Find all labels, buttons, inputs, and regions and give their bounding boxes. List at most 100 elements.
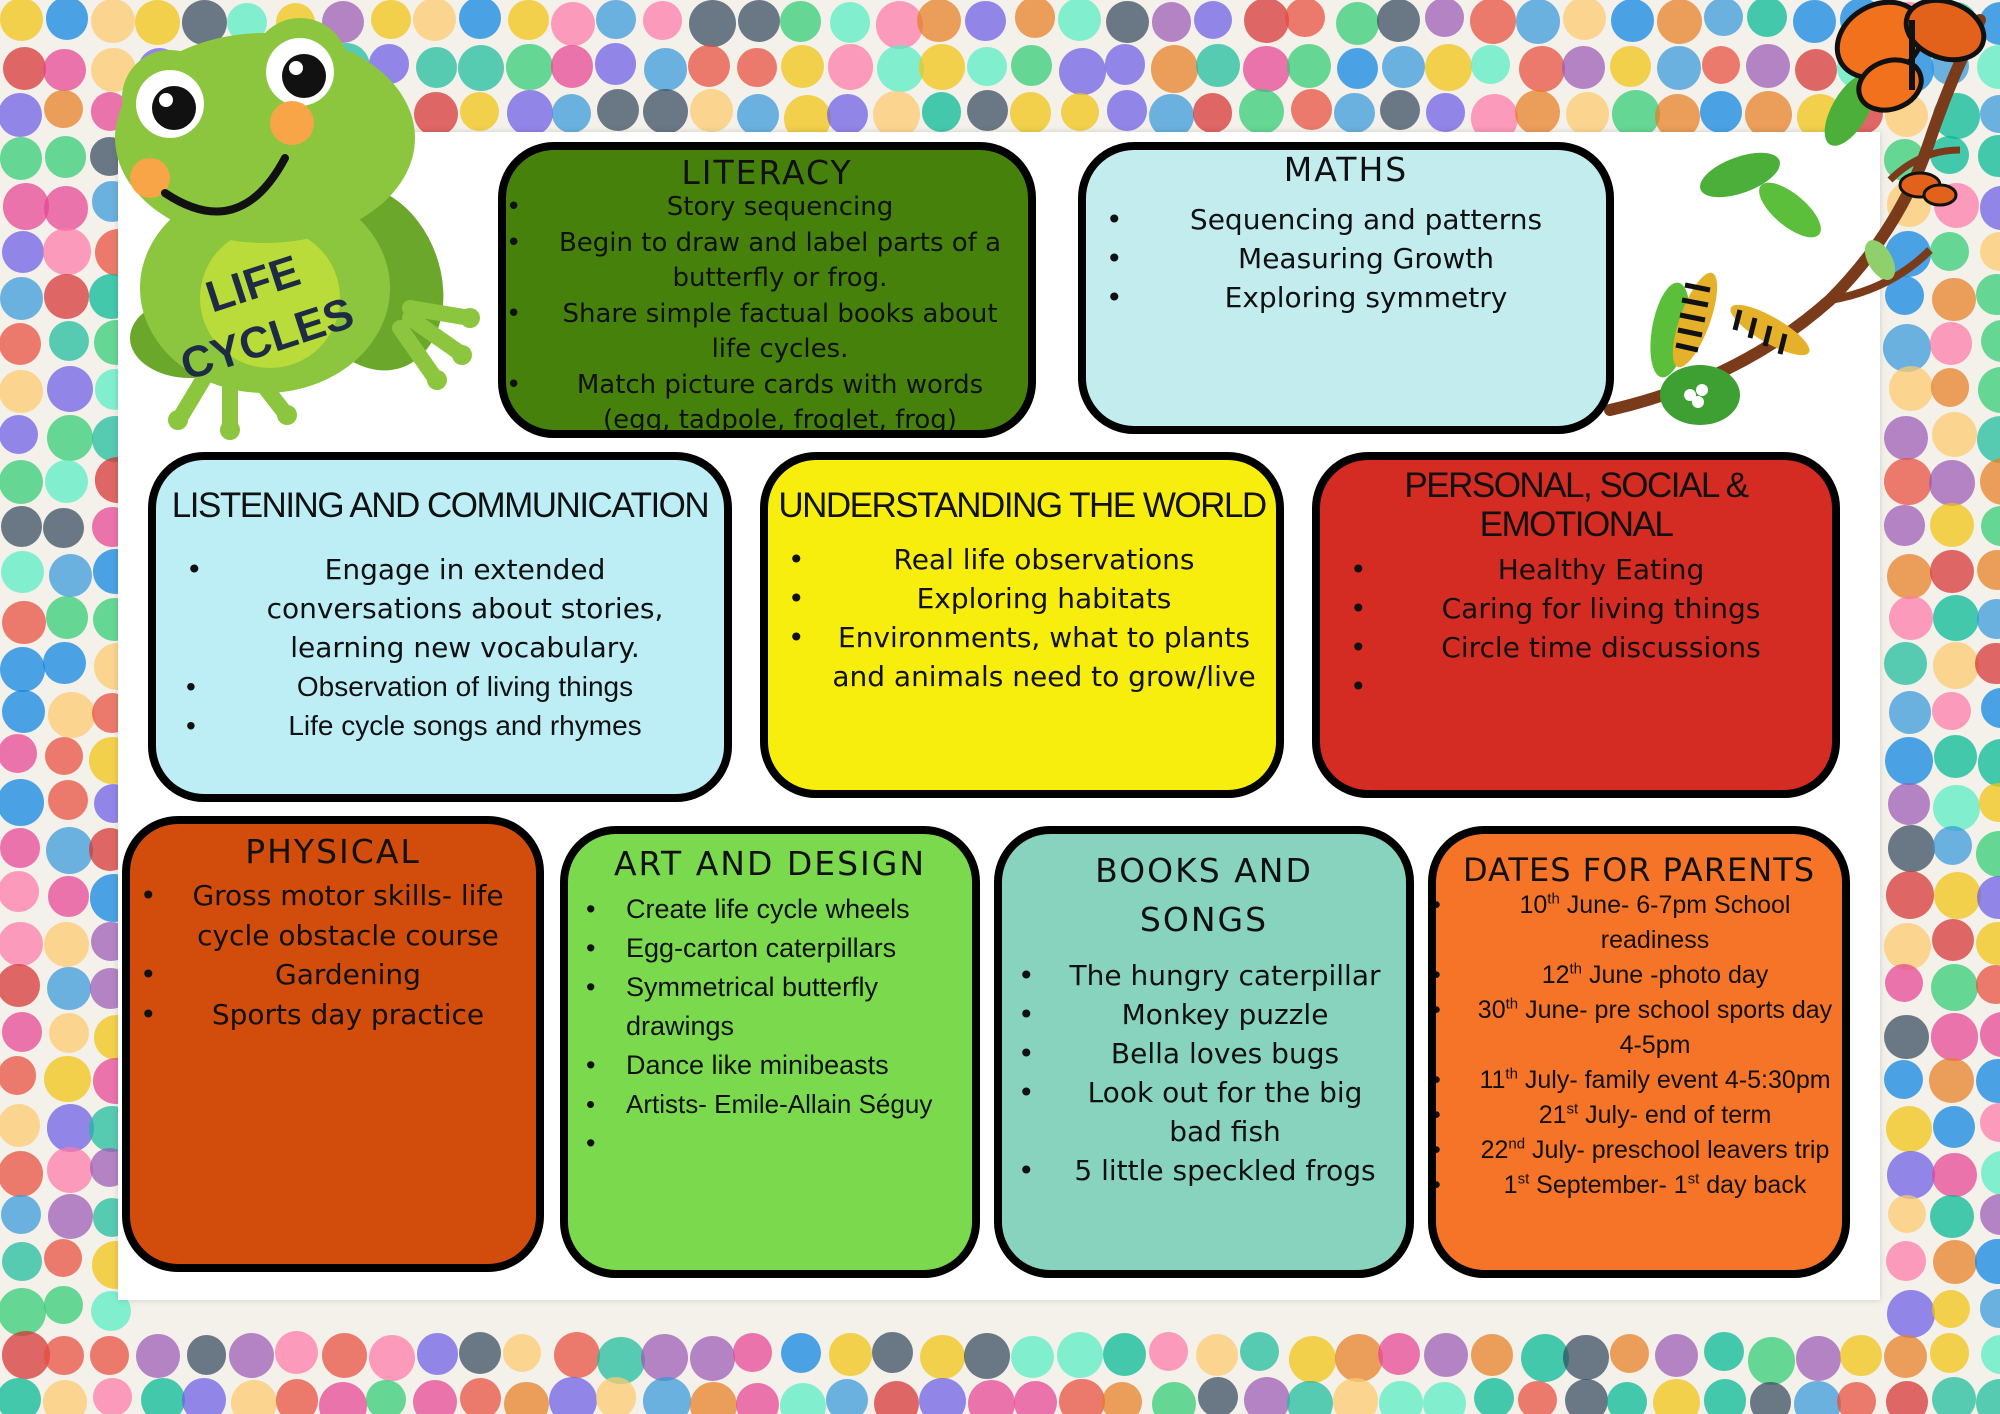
decor-dot <box>1885 963 1924 1003</box>
decor-dot <box>0 277 43 320</box>
decor-dot <box>1934 734 1978 778</box>
decor-dot <box>181 1377 227 1414</box>
decor-dot <box>1932 1152 1977 1198</box>
decor-dot <box>1379 1381 1423 1414</box>
literacy-title: LITERACY <box>681 153 853 192</box>
decor-dot <box>1932 641 1980 689</box>
decor-dot <box>1425 0 1464 38</box>
list-item: Exploring habitats <box>788 579 1260 618</box>
decor-dot <box>1884 1059 1924 1100</box>
decor-dot <box>919 1377 967 1414</box>
date-item: 22nd July- preschool leavers trip <box>1436 1133 1838 1168</box>
decor-dot <box>1886 1106 1933 1153</box>
list-item: Story sequencing <box>506 190 1014 226</box>
decor-dot <box>1563 0 1607 40</box>
decor-dot <box>44 1239 83 1278</box>
decor-dot <box>596 0 636 40</box>
list-item: Artists- Emile-Allain Séguy <box>586 1085 964 1124</box>
decor-dot <box>780 1 822 43</box>
decor-dot <box>507 90 553 136</box>
list-item: Exploring symmetry <box>1106 278 1586 317</box>
decor-dot <box>1932 691 1971 730</box>
decor-dot <box>321 1332 367 1378</box>
butterfly-icon <box>1834 0 1987 113</box>
decor-dot <box>1014 0 1056 38</box>
decor-dot <box>181 0 227 46</box>
decor-dot <box>919 43 966 90</box>
decor-dot <box>689 1381 738 1414</box>
decor-dot <box>1149 1331 1188 1371</box>
decor-dot <box>412 1379 457 1414</box>
decor-dot <box>1103 1333 1147 1377</box>
list-item: Measuring Growth <box>1106 239 1586 278</box>
decor-dot <box>1793 0 1836 43</box>
decor-dot <box>737 48 777 88</box>
decor-dot <box>140 1378 185 1414</box>
decor-dot <box>829 2 871 43</box>
decor-dot <box>1887 825 1935 873</box>
date-text: 30 <box>1477 996 1506 1024</box>
decor-dot <box>1196 1334 1238 1376</box>
decor-dot <box>1426 93 1465 132</box>
decor-dot <box>0 646 46 693</box>
decor-dot <box>0 1194 41 1235</box>
decor-dot <box>595 43 637 85</box>
decor-dot <box>1976 599 2000 639</box>
decor-dot <box>1976 1379 2000 1414</box>
decor-dot <box>1886 1381 1928 1414</box>
decor-dot <box>1290 89 1332 131</box>
decor-dot <box>413 91 458 136</box>
frog-badge: LIFE CYCLES <box>80 18 480 458</box>
decor-dot <box>1745 90 1793 139</box>
decor-dot <box>1837 1382 1877 1414</box>
dates-list: 10th June- 6-7pm School readiness12th Ju… <box>1436 888 1842 1203</box>
decor-dot <box>1977 738 2000 787</box>
decor-dot <box>1931 1289 1971 1329</box>
list-item: Life cycle songs and rhymes <box>186 706 704 745</box>
decor-dot <box>0 93 42 138</box>
understanding-box: UNDERSTANDING THE WORLD Real life observ… <box>760 452 1284 798</box>
decor-dot <box>1930 549 1974 593</box>
decor-dot <box>48 1012 89 1053</box>
decor-dot <box>48 554 92 598</box>
decor-dot <box>43 273 90 320</box>
decor-dot <box>1518 1380 1557 1414</box>
decor-dot <box>0 137 43 180</box>
list-item: Share simple factual books about life cy… <box>506 297 1014 368</box>
decor-dot <box>47 365 94 412</box>
decor-dot <box>1102 1382 1142 1414</box>
decor-dot <box>641 1333 689 1381</box>
decor-dot <box>690 89 733 132</box>
decor-dot <box>1244 0 1289 43</box>
decor-dot <box>1932 595 1979 642</box>
maths-list: Sequencing and patterns Measuring Growth… <box>1086 200 1606 317</box>
decor-dot <box>1886 1150 1935 1199</box>
decor-dot <box>1607 1381 1648 1414</box>
decor-dot <box>596 1336 645 1385</box>
decor-dot <box>968 1380 1016 1414</box>
decor-dot <box>1884 1014 1929 1060</box>
decor-dot <box>319 1381 368 1414</box>
decor-dot <box>1977 44 2000 90</box>
physical-list: Gross motor skills- life cycle obstacle … <box>130 876 536 1034</box>
decor-dot <box>1976 876 2000 920</box>
decor-dot <box>780 1332 822 1374</box>
decor-dot <box>1933 871 1981 919</box>
decor-dot <box>1929 503 1975 548</box>
decor-dot <box>1149 94 1194 139</box>
decor-dot <box>1193 1 1233 40</box>
list-item: Gardening <box>140 955 516 995</box>
decor-dot <box>0 506 42 548</box>
decor-dot <box>1609 1334 1649 1374</box>
art-box: ART AND DESIGN Create life cycle wheels … <box>560 826 980 1278</box>
date-suffix: th <box>1569 960 1583 978</box>
decor-dot <box>1885 871 1934 919</box>
decor-dot <box>1933 784 1980 831</box>
decor-dot <box>1932 277 1976 322</box>
decor-dot <box>2 46 47 91</box>
decor-dot <box>1884 416 1928 460</box>
decor-dot <box>1382 45 1425 89</box>
decor-dot <box>1746 0 1787 38</box>
decor-dot <box>0 1056 37 1095</box>
date-text: 12 <box>1541 961 1570 989</box>
